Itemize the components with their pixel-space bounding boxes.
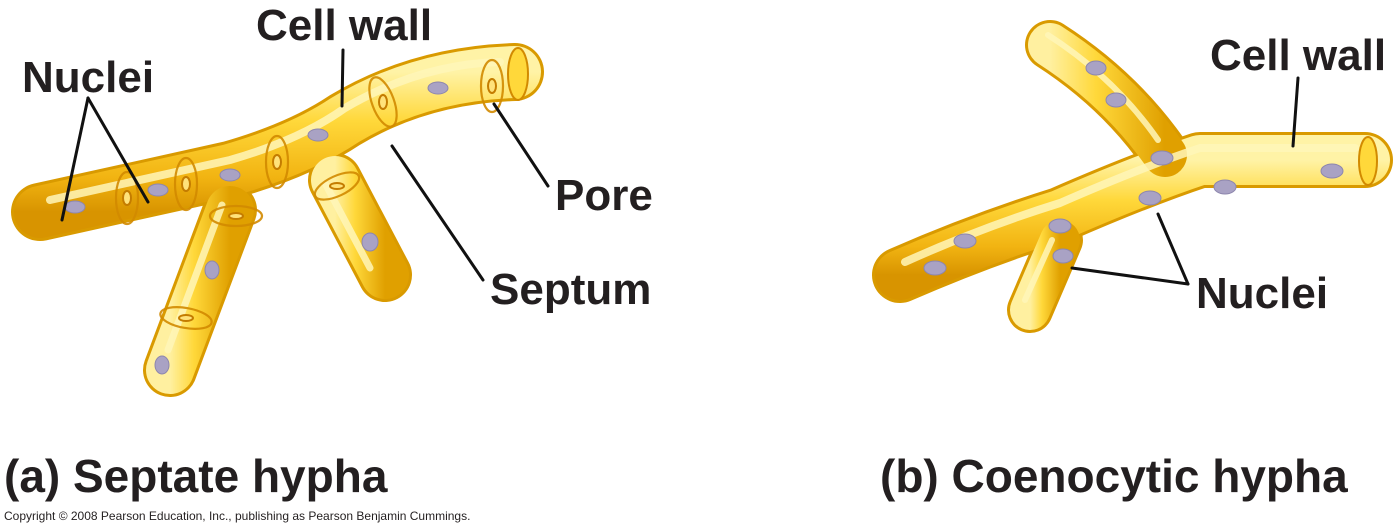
nucleus <box>154 355 170 375</box>
nuclei-label-septate: Nuclei <box>22 53 154 102</box>
nucleus <box>1320 163 1344 179</box>
septum-ring <box>264 134 290 190</box>
septum-ring <box>114 170 140 226</box>
septum-ring <box>159 306 213 330</box>
nucleus <box>1150 150 1174 166</box>
nucleus <box>307 128 329 142</box>
septum-ring <box>208 204 264 228</box>
septum-ring <box>368 76 398 128</box>
septate-hypha: Nuclei Cell wall Pore Septum <box>11 1 653 397</box>
caption-septate: (a) Septate hypha <box>4 450 388 502</box>
septate-leaders <box>60 48 550 282</box>
nucleus <box>1085 60 1107 76</box>
nucleus <box>147 183 169 197</box>
caption-coenocytic: (b) Coenocytic hypha <box>880 450 1348 502</box>
tube-end <box>507 47 529 101</box>
septum-label: Septum <box>490 265 651 314</box>
nucleus <box>1048 218 1072 234</box>
nucleus <box>204 260 220 280</box>
septate-nuclei <box>64 81 449 375</box>
septum-ring <box>479 58 505 114</box>
nucleus <box>361 232 379 252</box>
pore-label: Pore <box>555 171 653 220</box>
nucleus <box>1138 190 1162 206</box>
nuclei-label-coenocytic: Nuclei <box>1196 269 1328 318</box>
nucleus <box>427 81 449 95</box>
nucleus <box>1105 92 1127 108</box>
septum-ring <box>173 156 199 212</box>
coenocytic-nuclei <box>923 60 1344 276</box>
coenocytic-leaders <box>1070 76 1300 286</box>
nucleus <box>219 168 241 182</box>
coenocytic-hypha: Cell wall Nuclei <box>872 20 1393 333</box>
nucleus <box>1052 248 1074 264</box>
copyright-notice: Copyright © 2008 Pearson Education, Inc.… <box>4 509 470 523</box>
nucleus <box>1213 179 1237 195</box>
nucleus <box>953 233 977 249</box>
septum-ring <box>313 171 361 201</box>
cell-wall-label-septate: Cell wall <box>256 1 432 50</box>
nucleus <box>923 260 947 276</box>
cell-wall-label-coenocytic: Cell wall <box>1210 31 1386 80</box>
tube-end <box>1358 136 1378 186</box>
nucleus <box>64 200 86 214</box>
septa <box>114 58 505 330</box>
